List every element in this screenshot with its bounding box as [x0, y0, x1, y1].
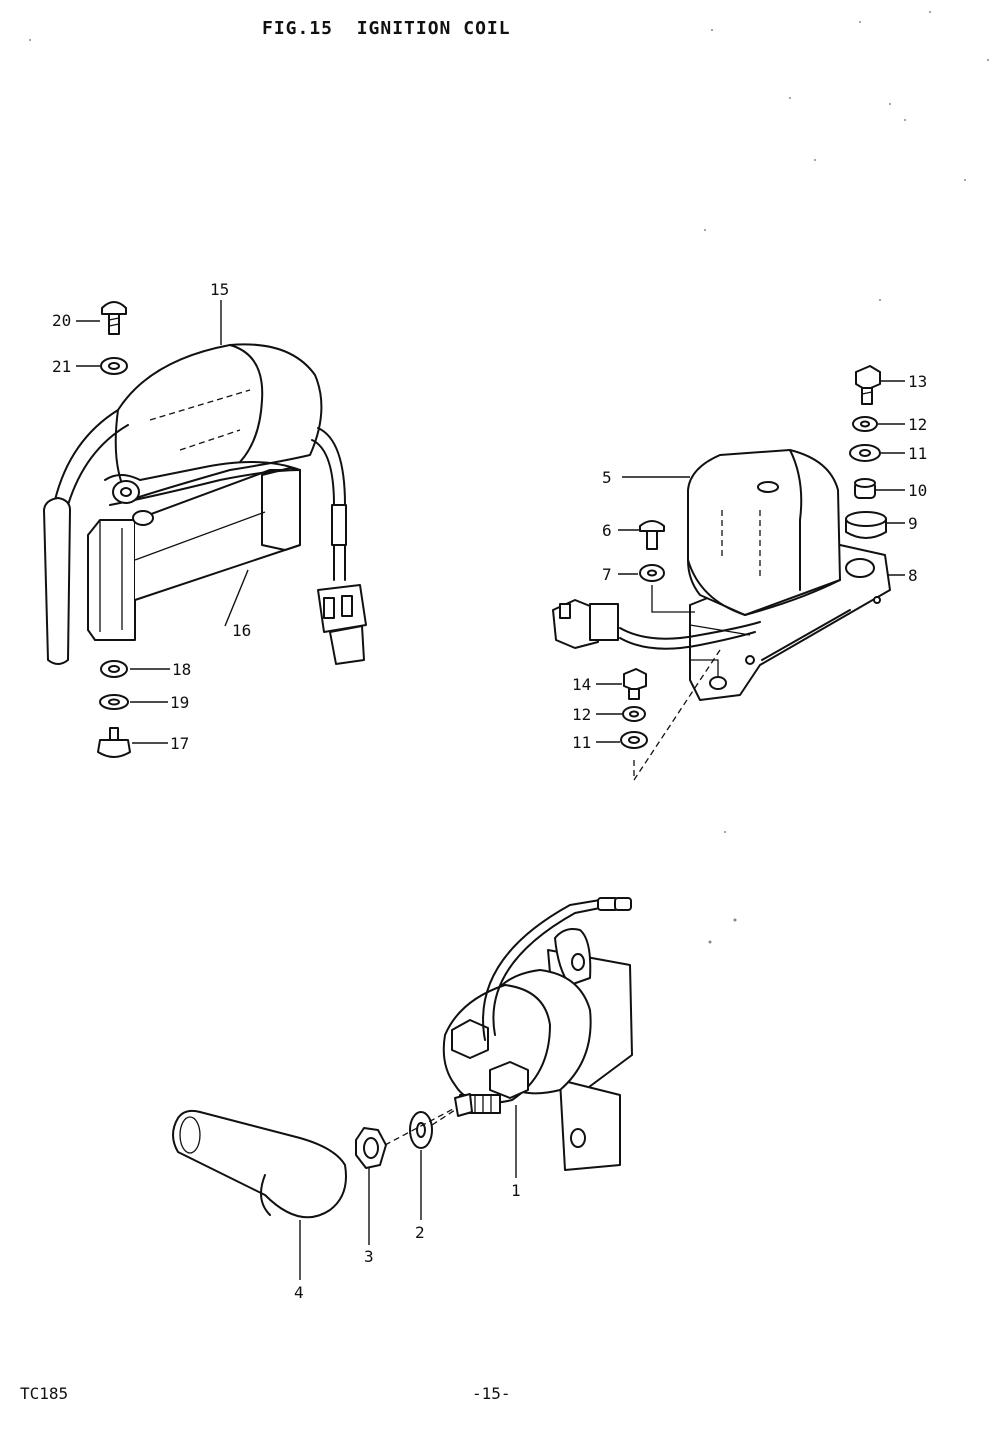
washer-11-icon: [849, 444, 881, 462]
regulator-assembly: [552, 365, 891, 781]
screw-20-icon: [101, 301, 127, 335]
page-number: -15-: [472, 1384, 511, 1403]
label-5: 5: [602, 468, 612, 487]
spacer-10-icon: [854, 478, 876, 499]
coil-body-15-icon: [104, 343, 323, 526]
bolt-14-icon: [623, 668, 647, 700]
label-12b: 12: [572, 705, 591, 724]
label-12a: 12: [908, 415, 927, 434]
relay-body-1-icon: [442, 928, 633, 1171]
leader-lines: [76, 300, 905, 1280]
regulator-connector-icon: [552, 599, 761, 650]
label-3: 3: [364, 1247, 374, 1266]
label-9: 9: [908, 514, 918, 533]
washer-11b-icon: [620, 731, 648, 749]
scan-noise: [29, 11, 989, 944]
terminal-cap-4-icon: [172, 1109, 347, 1219]
label-17: 17: [170, 734, 189, 753]
lock-washer-2-icon: [409, 1111, 433, 1149]
regulator-cover-5-icon: [687, 449, 841, 616]
relay-wire-icon: [482, 897, 632, 1041]
label-11a: 11: [908, 444, 927, 463]
label-7: 7: [602, 565, 612, 584]
nut-17-icon: [97, 727, 131, 758]
nut-3-icon: [355, 1127, 387, 1169]
lock-washer-12-icon: [852, 416, 878, 432]
relay-assembly: [172, 897, 633, 1219]
lock-washer-19-icon: [99, 694, 129, 710]
label-20: 20: [52, 311, 71, 330]
label-16: 16: [232, 621, 251, 640]
relay-assembly-lines: [384, 1107, 456, 1146]
ignition-coil-assembly: [43, 301, 367, 758]
label-15: 15: [210, 280, 229, 299]
label-6: 6: [602, 521, 612, 540]
part-number-labels: 15 20 21 16 18 19 17 5 6 7 13 12 11 10 9…: [52, 280, 927, 1302]
label-1: 1: [511, 1181, 521, 1200]
bolt-13-icon: [855, 365, 881, 405]
label-2: 2: [415, 1223, 425, 1242]
label-10: 10: [908, 481, 927, 500]
figure-title: FIG.15 IGNITION COIL: [262, 18, 511, 39]
label-4: 4: [294, 1283, 304, 1302]
label-19: 19: [170, 693, 189, 712]
regulator-assembly-lines: [633, 585, 751, 781]
label-21: 21: [52, 357, 71, 376]
label-18: 18: [172, 660, 191, 679]
washer-21-icon: [100, 357, 128, 375]
label-14: 14: [572, 675, 591, 694]
label-11b: 11: [572, 733, 591, 752]
label-13: 13: [908, 372, 927, 391]
label-8: 8: [908, 566, 918, 585]
lock-washer-12b-icon: [622, 706, 646, 722]
washer-7-icon: [639, 564, 665, 582]
washer-18-icon: [100, 660, 128, 678]
primary-lead-connector-icon: [311, 427, 367, 665]
grommet-9-icon: [845, 511, 887, 539]
high-tension-lead-icon: [43, 409, 129, 665]
model-code: TC185: [20, 1384, 69, 1403]
base-plate-8-icon: [689, 544, 891, 701]
screw-6-icon: [639, 520, 665, 550]
